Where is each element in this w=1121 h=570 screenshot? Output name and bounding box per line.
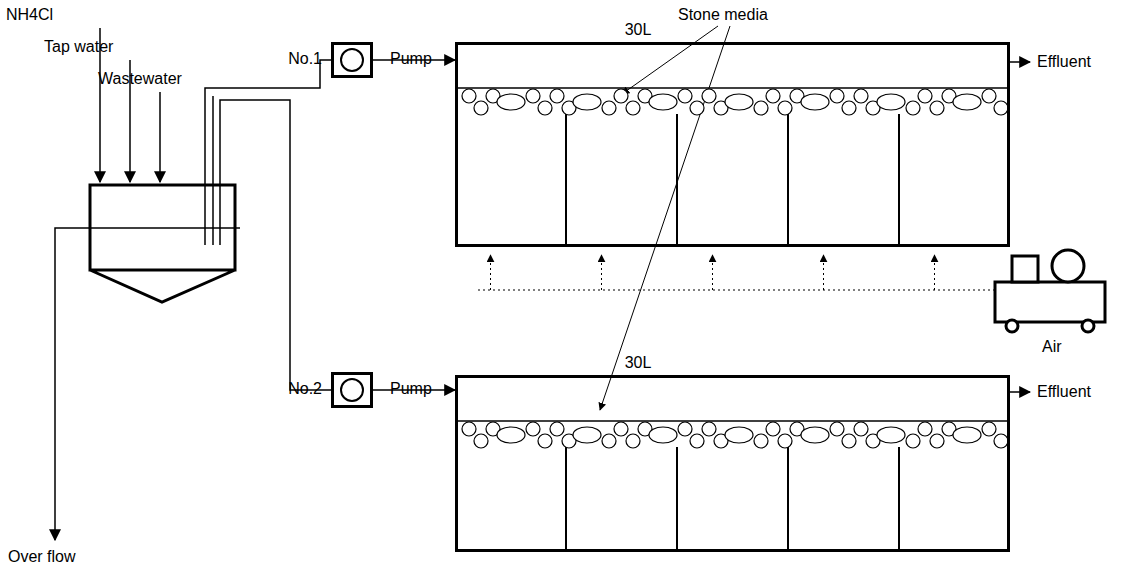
output-label: Effluent: [1037, 53, 1091, 71]
input-label: Wastewater: [98, 70, 182, 88]
air-line: [478, 290, 995, 291]
pump-label: Pump: [390, 380, 432, 398]
input-label: NH4Cl: [6, 6, 53, 24]
feed-arrow: [159, 92, 161, 182]
air-diffusers: [491, 255, 935, 290]
leader-line: [600, 26, 730, 410]
input-label: Tap water: [44, 38, 113, 56]
suction-pipe: [220, 100, 331, 390]
overflow-label: Over flow: [8, 548, 76, 566]
effluent-arrow: [1010, 391, 1030, 393]
pump-box: No.2Pump: [331, 372, 373, 408]
output-label: Effluent: [1037, 383, 1091, 401]
pump-symbol: [334, 45, 370, 75]
air-compressor: [995, 250, 1105, 332]
air-label: Air: [1042, 338, 1062, 356]
reactor-tank: 30L: [455, 42, 1010, 247]
suction-pipe: [205, 60, 331, 245]
pump-box: No.1Pump: [331, 42, 373, 78]
callout-label: Stone media: [678, 6, 768, 24]
effluent-arrow: [1010, 61, 1030, 63]
reactor-internals: [455, 88, 1010, 552]
pump-number: No.1: [288, 50, 322, 68]
volume-label: 30L: [625, 21, 652, 39]
reactor-tank: 30L: [455, 375, 1010, 552]
suction-pipe: [212, 96, 214, 245]
pump-number: No.2: [288, 380, 322, 398]
pump-symbol: [334, 375, 370, 405]
volume-label: 30L: [625, 354, 652, 372]
overflow-pipe: [55, 228, 240, 540]
pump-label: Pump: [390, 50, 432, 68]
